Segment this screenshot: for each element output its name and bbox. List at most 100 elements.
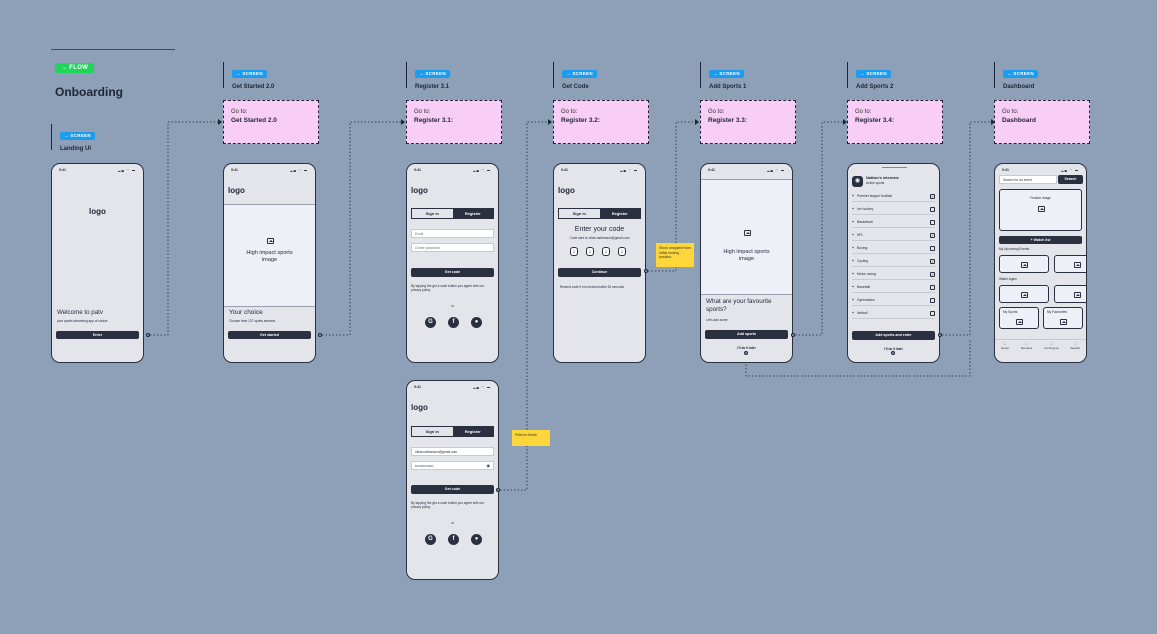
connector-dot[interactable] (791, 333, 795, 337)
sport-checkbox[interactable] (930, 310, 935, 316)
tab-signin[interactable]: Sign in (425, 429, 439, 434)
logo: logo (411, 403, 428, 412)
tab-signin[interactable]: Sign in (425, 211, 439, 216)
add-sports-button[interactable]: Add sports (705, 330, 788, 339)
sport-checkbox[interactable]: ✓ (930, 271, 935, 277)
my-favourites-card[interactable]: My Favourites (1043, 307, 1083, 329)
phone-get-started: 9:41 ▂▄ ◠ ▬ logo High impact sports imag… (223, 163, 316, 363)
connector-dot[interactable] (938, 333, 942, 337)
sport-row[interactable]: +Motor racing✓ (852, 269, 935, 280)
sticky-note-filled: Filled in fields (512, 430, 550, 446)
screen-name: Add Sports 2 (856, 84, 894, 90)
get-started-button[interactable]: Get started (228, 331, 311, 339)
goto-target: Register 3.3: (708, 117, 748, 124)
code-digit-input[interactable]: 1 (570, 247, 578, 256)
watch-list-button[interactable]: + Watch list (999, 236, 1082, 244)
image-icon (267, 238, 274, 244)
password-input[interactable]: Create password (411, 243, 494, 252)
tab-register[interactable]: Register (452, 427, 493, 436)
get-code-button[interactable]: Get code (411, 485, 494, 494)
nav-coming-up[interactable]: ⛶Coming up (1044, 342, 1059, 356)
image-icon (1021, 262, 1028, 268)
feature-label: Feature image (1030, 196, 1051, 200)
tab-signin[interactable]: Sign in (572, 211, 586, 216)
sport-checkbox[interactable]: ✓ (930, 232, 935, 238)
sport-row[interactable]: +Gymnastics (852, 295, 935, 306)
sport-row[interactable]: +Cycling✓ (852, 256, 935, 267)
upcoming-card[interactable] (999, 255, 1049, 273)
code-digit-input[interactable]: 1 (586, 247, 594, 256)
search-button[interactable]: Search (1058, 175, 1083, 184)
status-time: 9:41 (414, 385, 422, 389)
goto-dashboard[interactable]: Go to:Dashboard (994, 100, 1090, 144)
goto-target: Dashboard (1002, 117, 1036, 124)
feature-image[interactable]: Feature image (999, 189, 1082, 231)
sport-row[interactable]: +Basketball (852, 217, 935, 228)
enter-button[interactable]: Enter (56, 331, 139, 339)
upcoming-card[interactable] (1054, 255, 1086, 273)
tab-register[interactable]: Register (452, 209, 493, 218)
sport-checkbox[interactable] (930, 206, 935, 212)
later-link[interactable]: I'll do it later (884, 347, 903, 351)
sport-checkbox[interactable] (930, 284, 935, 290)
eye-icon[interactable]: ◉ (486, 463, 491, 468)
resend-text[interactable]: Resend code if not received after 30 sec… (560, 285, 624, 289)
goto-register-34[interactable]: Go to:Register 3.4: (847, 100, 943, 144)
google-icon[interactable]: G (425, 534, 436, 545)
nav-services[interactable]: ⛶Services (1021, 342, 1033, 356)
sport-row[interactable]: +Boxing (852, 243, 935, 254)
welcome-heading: Welcome to patv (57, 309, 103, 316)
sport-row[interactable]: +Ice hockey (852, 204, 935, 215)
google-icon[interactable]: G (425, 317, 436, 328)
later-link[interactable]: I'll do it later (737, 346, 756, 350)
apple-icon[interactable]: ● (471, 317, 482, 328)
status-icons: ▂▄ ◠ ▬ (473, 385, 491, 389)
facebook-icon[interactable]: f (448, 317, 459, 328)
facebook-icon[interactable]: f (448, 534, 459, 545)
sport-checkbox[interactable] (930, 245, 935, 251)
sport-row[interactable]: +Netball (852, 308, 935, 319)
status-icons: ▂▄ ◠ ▬ (290, 168, 308, 172)
choice-heading: Your choice (229, 309, 263, 316)
watch-again-card[interactable] (999, 285, 1049, 303)
nav-home[interactable]: ⛶Home (1001, 342, 1009, 356)
sport-checkbox[interactable]: ✓ (930, 193, 935, 199)
connector-dot[interactable] (644, 269, 648, 273)
connector-dot[interactable] (744, 351, 748, 355)
search-input[interactable]: Search for an event (999, 175, 1057, 184)
connector-dot[interactable] (318, 333, 322, 337)
goto-register-33[interactable]: Go to:Register 3.3: (700, 100, 796, 144)
sport-checkbox[interactable]: ✓ (930, 258, 935, 264)
drag-handle[interactable] (882, 167, 907, 168)
add-sports-enter-button[interactable]: Add sports and enter (852, 331, 935, 340)
apple-icon[interactable]: ● (471, 534, 482, 545)
code-digit-input[interactable]: 1 (618, 247, 626, 256)
email-input[interactable]: Email (411, 229, 494, 238)
password-input[interactable]: ••••••••••••••••◉ (411, 461, 494, 470)
connector-dot[interactable] (146, 333, 150, 337)
nav-search[interactable]: ⛶Search (1071, 342, 1081, 356)
code-digit-input[interactable]: 1 (602, 247, 610, 256)
phone-add-sports-2: ◉ Nathan's interests Active sports +Prem… (847, 163, 940, 363)
goto-register-31[interactable]: Go to:Register 3.1: (406, 100, 502, 144)
sport-row[interactable]: +NFL✓ (852, 230, 935, 241)
goto-get-started[interactable]: Go to:Get Started 2.0 (223, 100, 319, 144)
tab-register[interactable]: Register (599, 209, 640, 218)
connector-dot[interactable] (496, 488, 500, 492)
get-code-button[interactable]: Get code (411, 268, 494, 277)
sport-checkbox[interactable] (930, 219, 935, 225)
continue-button[interactable]: Continue (558, 268, 641, 277)
sport-row[interactable]: +Premier league football✓ (852, 191, 935, 202)
sport-checkbox[interactable] (930, 297, 935, 303)
bottom-nav: ⛶Home ⛶Services ⛶Coming up ⛶Search (995, 339, 1086, 356)
connector-dot[interactable] (891, 351, 895, 355)
or-divider: or (451, 521, 454, 525)
sport-row[interactable]: +Baseball (852, 282, 935, 293)
auth-tabs: Sign in Register (411, 426, 494, 437)
goto-label: Go to: (855, 109, 872, 115)
goto-register-32[interactable]: Go to:Register 3.2: (553, 100, 649, 144)
my-sports-card[interactable]: My Sports (999, 307, 1039, 329)
email-input[interactable]: olivia.nathanson@gmail.com (411, 447, 494, 456)
watch-again-card[interactable] (1054, 285, 1086, 303)
plus-icon: + (852, 272, 854, 276)
